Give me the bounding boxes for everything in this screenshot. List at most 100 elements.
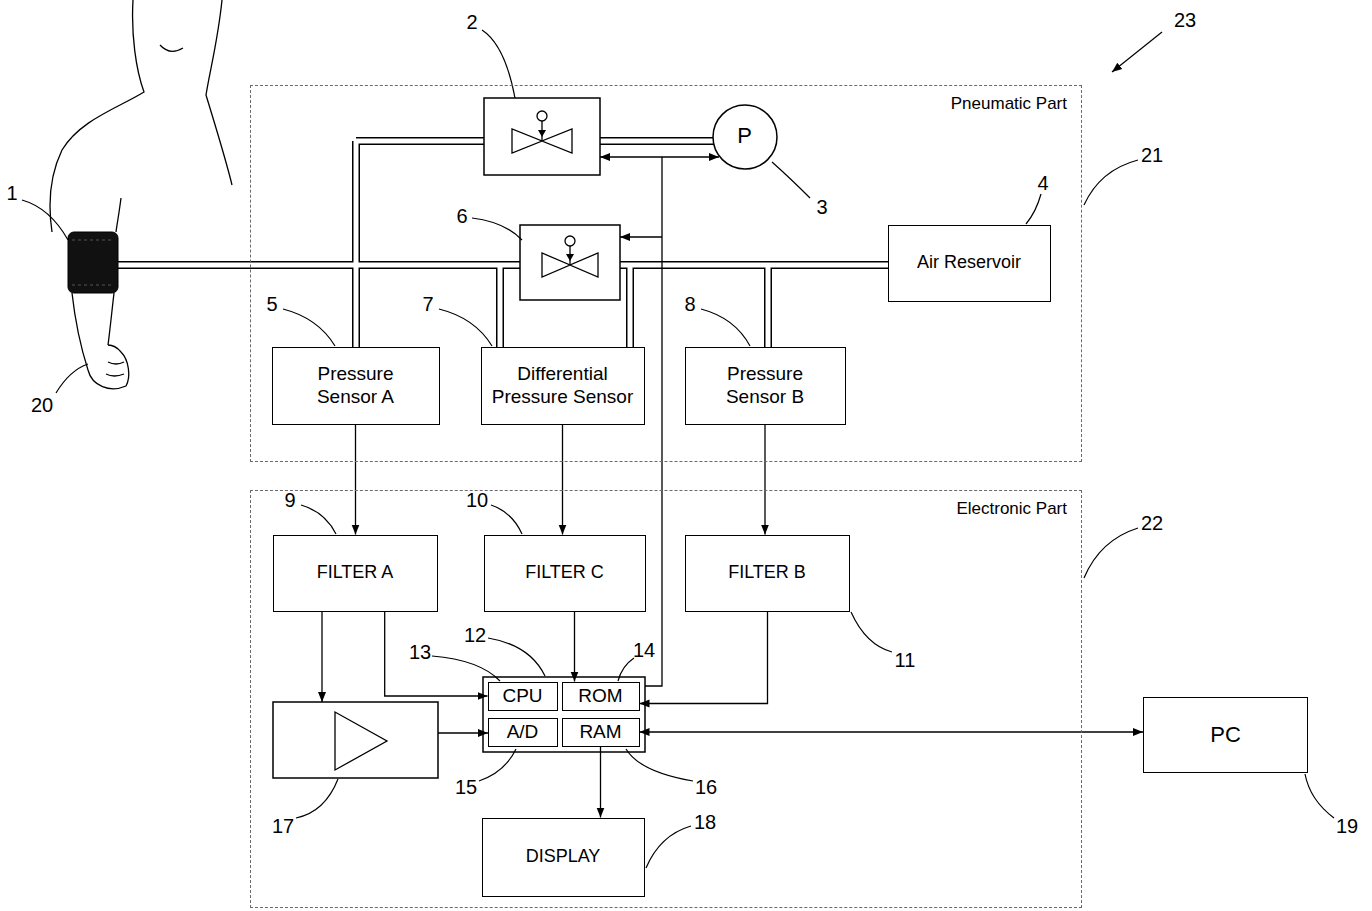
control-arrow: [620, 236, 662, 237]
arm-outline: [116, 198, 121, 232]
pump-circle: P: [712, 104, 778, 170]
signal-arrow: [385, 612, 488, 697]
leader-line: [1305, 774, 1334, 818]
signal-arrow: [600, 747, 601, 818]
pc-box: PC: [1143, 697, 1308, 773]
chin-line: [160, 45, 183, 51]
leader-line: [472, 218, 522, 240]
valve-stem-arrow: [538, 130, 546, 137]
leader-line: [1084, 528, 1138, 578]
amplifier-symbol: [335, 712, 387, 770]
node-label: PC: [1210, 722, 1241, 748]
leader-line: [301, 505, 336, 534]
callout-number: 14: [633, 640, 655, 660]
node-label: RAM: [579, 721, 621, 744]
leader-lines: [22, 30, 1334, 868]
valve-stem-arrow: [566, 254, 574, 261]
arm-outline: [72, 293, 88, 370]
pump-circle-shape: [713, 105, 777, 169]
mcu-block: CPU: [488, 682, 558, 711]
display-box: DISPLAY: [482, 818, 645, 897]
region-panel: Electronic PartFILTER A FILTER C FILTER B C…: [250, 490, 1082, 908]
reservoir-box: Air Reservoir: [888, 225, 1051, 302]
arm-figure: [50, 0, 232, 389]
mcu-package: [483, 677, 645, 752]
node-label: P: [737, 123, 752, 149]
callout-number: 9: [284, 490, 295, 510]
callout-number: 17: [272, 816, 294, 836]
leader-line: [626, 749, 693, 781]
leader-line: [439, 309, 492, 346]
leader-line: [772, 162, 810, 198]
leader-line: [296, 779, 338, 818]
region-panel: Pneumatic PartP Air ReservoirPressure Sen…: [250, 85, 1082, 462]
leader-line: [618, 658, 634, 681]
leader-line: [482, 30, 515, 98]
leader-line: [646, 826, 691, 868]
callout-number: 2: [466, 12, 477, 32]
valve-box: [520, 225, 620, 300]
valve-actuator: [537, 111, 547, 121]
node-label: Differential Pressure Sensor: [488, 363, 638, 409]
node-label: Pressure Sensor A: [293, 363, 418, 409]
leader-line: [432, 656, 500, 681]
signal-arrow: [640, 731, 1144, 732]
filter-box: FILTER A: [273, 535, 438, 612]
signal-arrow: [562, 425, 563, 535]
callout-number: 16: [695, 777, 717, 797]
callout-number: 23: [1174, 10, 1196, 30]
callout-number: 15: [455, 777, 477, 797]
callout-number: 3: [816, 197, 827, 217]
signal-wire: [438, 732, 488, 733]
leader-line: [56, 364, 88, 393]
finger-lines: [106, 362, 124, 376]
mcu-block: A/D: [488, 718, 558, 747]
callout-number: 7: [422, 294, 433, 314]
callout-number: 22: [1141, 513, 1163, 533]
region-title: Electronic Part: [956, 499, 1067, 519]
sensor-box: Pressure Sensor B: [685, 347, 846, 425]
body-outline: [206, 0, 232, 185]
callout-number: 4: [1037, 173, 1048, 193]
signal-arrow: [355, 425, 356, 535]
fist-outline: [88, 345, 129, 389]
leader-line: [1026, 194, 1041, 224]
valve-box: [484, 98, 600, 175]
leader-line: [283, 309, 335, 346]
control-arrow: [600, 156, 662, 157]
leader-line: [479, 749, 516, 781]
body-outline: [50, 0, 144, 232]
filter-box: FILTER B: [685, 535, 850, 612]
node-label: FILTER C: [525, 562, 604, 584]
leader-line: [701, 309, 750, 346]
control-arrow: [662, 156, 719, 157]
signal-arrow: [640, 612, 768, 704]
callout-number: 13: [409, 642, 431, 662]
filter-box: FILTER C: [484, 535, 646, 612]
callout-number: 20: [31, 395, 53, 415]
mcu-block: ROM: [562, 682, 640, 711]
callout-number: 18: [694, 812, 716, 832]
signal-arrow: [574, 612, 575, 682]
callout-number: 8: [684, 294, 695, 314]
valve-actuator: [565, 236, 575, 246]
mcu-block: RAM: [562, 718, 640, 747]
arm-outline: [108, 293, 114, 345]
leader-line: [491, 505, 522, 534]
node-label: Pressure Sensor B: [703, 363, 828, 409]
callout-number: 10: [466, 490, 488, 510]
cuff: [68, 232, 118, 293]
sensor-box: Differential Pressure Sensor: [481, 347, 645, 425]
region-title: Pneumatic Part: [951, 94, 1067, 114]
signal-arrow: [764, 425, 765, 535]
node-label: DISPLAY: [526, 846, 601, 868]
cuff-stitching: [72, 240, 114, 285]
node-label: FILTER A: [317, 562, 394, 584]
leader-line: [1112, 32, 1162, 72]
leader-line: [488, 638, 545, 676]
signal-wire: [321, 612, 322, 702]
callout-number: 1: [6, 183, 17, 203]
